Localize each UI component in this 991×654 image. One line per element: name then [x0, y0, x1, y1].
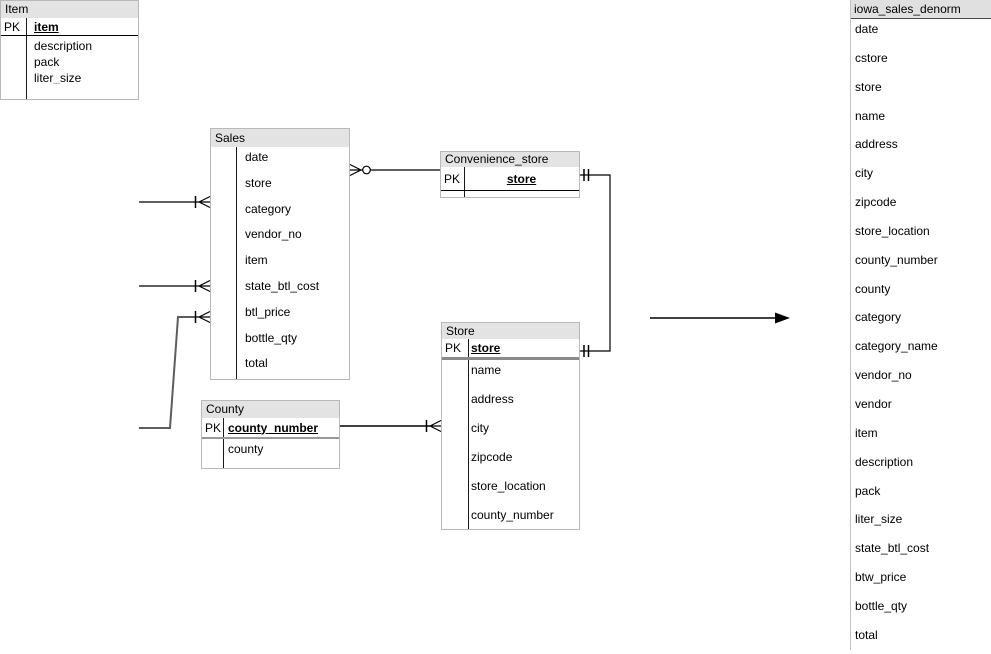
field-name: pack	[855, 483, 881, 498]
field-name: state_btl_cost	[855, 541, 930, 556]
crow-foot-many-icon	[198, 195, 211, 209]
field-name: county	[855, 281, 891, 296]
pk-label: PK	[444, 171, 461, 186]
field-name: store_location	[855, 223, 930, 238]
cardinality-one-one-bars-icon	[583, 345, 590, 357]
crow-foot-many-icon	[429, 419, 442, 433]
pk-column-divider	[223, 418, 224, 468]
entity-table-convenience-store[interactable]: Convenience_store PK store	[440, 151, 580, 198]
field-name: vendor_no	[855, 368, 912, 383]
denorm-table-title: iowa_sales_denorm	[851, 0, 991, 19]
field-name: county_number	[855, 252, 938, 267]
field-name: name	[471, 363, 502, 377]
field-name: btw_price	[855, 570, 907, 585]
field-name: bottle_qty	[245, 330, 298, 345]
relationship-category-sales[interactable]	[139, 195, 211, 209]
pk-row: PK store	[442, 339, 579, 360]
field-name: description	[855, 454, 914, 469]
field-name: address	[471, 392, 514, 406]
relationship-item-sales[interactable]	[139, 310, 211, 429]
field-name: bottle_qty	[855, 598, 908, 613]
pk-row: PK county_number	[202, 418, 339, 439]
field-name: pack	[34, 55, 60, 68]
field-name: zipcode	[471, 450, 513, 464]
relationship-county-store[interactable]	[340, 419, 442, 433]
pk-field-name: item	[34, 19, 59, 34]
crow-foot-many-icon	[198, 279, 211, 293]
field-name: category_name	[855, 339, 938, 354]
table-title: Store	[442, 323, 579, 339]
relationship-sales-convenience-store[interactable]	[349, 163, 440, 177]
field-name: item	[855, 425, 878, 440]
arrowhead-icon	[775, 312, 790, 324]
field-name: county_number	[471, 508, 554, 522]
field-name: vendor	[855, 396, 892, 411]
cardinality-zero-circle-icon	[362, 165, 371, 175]
pk-row: PK item	[1, 18, 138, 36]
field-name: zipcode	[855, 195, 897, 210]
field-name: vendor_no	[245, 227, 302, 242]
field-name: city	[855, 166, 873, 181]
relationship-vendor-sales[interactable]	[139, 279, 211, 293]
field-name: date	[855, 22, 879, 36]
field-name: store	[855, 79, 882, 94]
table-title: Convenience_store	[441, 152, 579, 167]
field-name: item	[245, 253, 268, 268]
field-name: category	[855, 310, 902, 325]
denorm-table-iowa-sales[interactable]: iowa_sales_denorm date cstore store name add…	[850, 0, 991, 650]
pk-label: PK	[4, 19, 21, 34]
pk-field-name: county_number	[228, 420, 319, 435]
entity-table-item[interactable]: Item PK item description pack liter_size	[0, 0, 139, 100]
crow-foot-many-icon	[198, 310, 211, 324]
table-title: Item	[1, 1, 138, 18]
field-name: date	[245, 150, 269, 164]
pk-column-divider	[464, 167, 465, 197]
field-name: liter_size	[34, 71, 82, 84]
table-title: Sales	[211, 129, 349, 147]
entity-table-store[interactable]: Store PK store name address city zipcode sto…	[441, 322, 580, 530]
field-name: address	[855, 137, 898, 152]
pk-label: PK	[445, 341, 462, 355]
field-name: state_btl_cost	[245, 278, 320, 293]
relationship-convenience-store-store[interactable]	[580, 169, 611, 357]
transform-arrow	[650, 312, 790, 324]
entity-table-county[interactable]: County PK county_number county	[201, 400, 340, 469]
pk-column-divider	[236, 147, 237, 379]
field-name: total	[855, 627, 878, 642]
field-name: city	[471, 421, 489, 435]
pk-field-name: store	[506, 171, 537, 186]
field-name: btl_price	[245, 304, 291, 319]
field-name: description	[34, 39, 93, 52]
field-name: total	[245, 356, 268, 371]
field-name: category	[245, 201, 292, 216]
pk-label: PK	[205, 420, 222, 435]
field-name: liter_size	[855, 512, 903, 527]
field-name: store_location	[471, 479, 546, 493]
field-name: name	[855, 108, 886, 123]
table-title: County	[202, 401, 339, 418]
field-name: cstore	[855, 50, 888, 65]
field-name: store	[245, 175, 272, 190]
pk-column-divider	[26, 18, 27, 99]
pk-column-divider	[468, 339, 469, 529]
cardinality-one-one-bars-icon	[583, 169, 590, 181]
field-name: county	[228, 442, 264, 456]
pk-row: PK store	[441, 167, 579, 191]
crow-foot-many-icon	[349, 163, 362, 177]
pk-field-name: store	[471, 341, 501, 355]
